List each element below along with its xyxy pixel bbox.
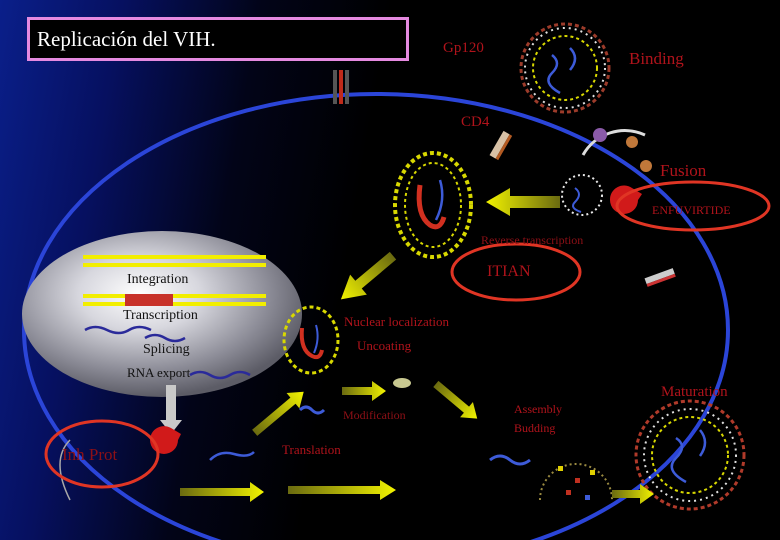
binding-virion: [519, 22, 611, 114]
cell-membrane: [22, 92, 730, 540]
transcription-label: Transcription: [123, 308, 198, 323]
maturation-label: Maturation: [661, 384, 728, 400]
inh-prot-target-circle: [44, 419, 160, 489]
reverse-transcription-label: Reverse transcription: [481, 233, 584, 247]
fusion-virion: [561, 128, 652, 216]
rt-capsid: [393, 151, 473, 259]
title-box: Replicación del VIH.: [27, 17, 409, 61]
uncoating-label: Uncoating: [357, 338, 412, 353]
nuclear-localization-label: Nuclear localization: [344, 314, 450, 329]
integration-label: Integration: [127, 272, 189, 287]
rna-export-label: RNA export: [127, 365, 191, 380]
rna-strand: [84, 325, 152, 335]
arrows: [59, 188, 654, 504]
mrna: [298, 405, 326, 415]
host-dna-lines: [83, 255, 266, 306]
fusion-label: Fusion: [660, 161, 707, 180]
cd4-receptor: [489, 130, 513, 161]
binding-label: Binding: [629, 49, 684, 68]
modification-label: Modification: [343, 408, 406, 422]
budding-particle: [539, 463, 613, 501]
mrna: [489, 454, 531, 466]
nuclear-capsid: [282, 305, 340, 375]
mrna: [209, 451, 255, 461]
nucleus: [22, 231, 302, 397]
itian-target-circle: [450, 242, 582, 302]
protein-blob: [393, 378, 411, 388]
inh-prot-label: Inh Prot: [62, 445, 118, 464]
mature-virion: [634, 399, 746, 511]
slide-title: Replicación del VIH.: [37, 27, 216, 51]
itian-label: ITIAN: [487, 263, 531, 280]
rna-strand: [189, 370, 251, 380]
assembly-budding-label: Assembly Budding: [514, 402, 562, 435]
gp120-label: Gp120: [443, 40, 484, 56]
splicing-label: Splicing: [143, 342, 190, 357]
rna-strand: [144, 333, 186, 343]
gp120-receptor: [333, 70, 349, 104]
enfuvirtide-label: ENFUVIRTIDE: [652, 203, 731, 217]
cd4-label: CD4: [461, 114, 490, 130]
translation-label: Translation: [282, 442, 341, 457]
membrane-receptor: [644, 268, 676, 287]
enfuvirtide-target-circle: [615, 180, 771, 232]
